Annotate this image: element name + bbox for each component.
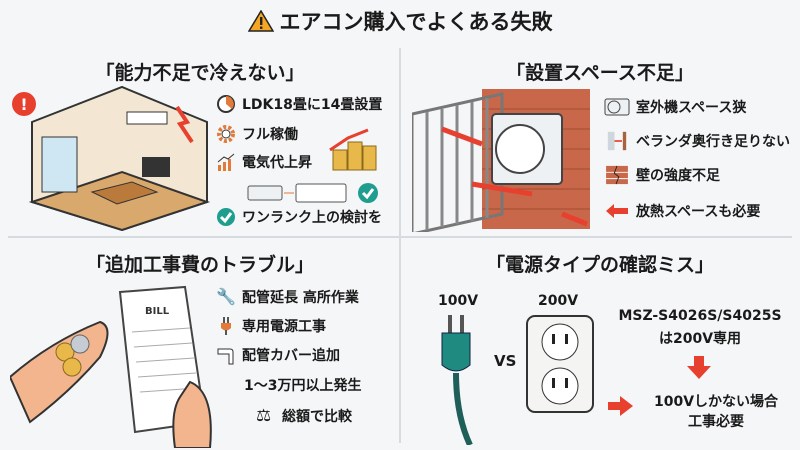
check-icon <box>217 208 235 226</box>
panel-heading-capacity: 「能力不足で冷えない」 <box>95 62 305 84</box>
rising-chart-icon <box>217 153 235 171</box>
list-item: 室外機スペース狭 <box>604 97 746 117</box>
list-item: 専用電源工事 <box>216 316 326 336</box>
200v-outlet-icon <box>526 315 594 413</box>
panel-heading-power-type: 「電源タイプの確認ミス」 <box>485 254 714 276</box>
cracked-brick-icon <box>606 165 628 185</box>
list-item: フル稼働 <box>216 124 298 144</box>
wrench-icon: 🔧 <box>216 287 236 306</box>
outdoor-unit-icon <box>604 98 630 116</box>
panel-heading-extra-cost: 「追加工事費のトラブル」 <box>85 254 314 276</box>
warning-icon <box>247 10 274 32</box>
page-title: エアコン購入でよくある失敗 <box>0 6 800 36</box>
list-item: ワンランク上の検討を <box>216 207 382 227</box>
aircon-upgrade-illustration <box>247 183 347 203</box>
plug-icon <box>221 317 231 335</box>
vs-label: VS <box>494 352 517 370</box>
list-item: 壁の強度不足 <box>604 165 720 185</box>
result-line2: 工事必要 <box>688 414 744 430</box>
100v-plug-icon <box>441 315 473 445</box>
list-item: 電気代上昇 <box>216 152 312 172</box>
list-item: 放熱スペースも必要 <box>604 201 760 221</box>
coins-rising-icon <box>329 128 377 171</box>
list-item: ⚖総額で比較 <box>256 406 352 426</box>
list-item: ベランダ奥行き足りない <box>604 131 790 151</box>
label-200v: 200V <box>538 293 579 309</box>
check-icon <box>358 183 378 203</box>
bill-hands-illustration: BILL <box>10 285 212 448</box>
arrow-right-icon <box>608 396 633 416</box>
arrow-left-icon <box>606 204 628 218</box>
list-item: 🔧配管延長 高所作業 <box>216 287 359 306</box>
model-note-line2: は200V専用 <box>658 331 742 347</box>
bill-label: BILL <box>145 306 170 317</box>
result-line1: 100Vしかない場合 <box>653 394 779 410</box>
gear-icon <box>217 125 235 143</box>
pipe-cover-icon <box>217 348 234 365</box>
divider-vertical <box>399 48 401 443</box>
pie-timer-icon <box>217 95 235 113</box>
svg-text:!: ! <box>20 95 27 114</box>
panel-heading-space: 「設置スペース不足」 <box>506 62 694 84</box>
cost-range-text: 1〜3万円以上発生 <box>244 378 362 394</box>
divider-horizontal <box>8 236 792 238</box>
balcony-depth-icon <box>607 131 627 151</box>
model-note-line1: MSZ-S4026S/S4025S <box>618 308 782 324</box>
scales-icon: ⚖ <box>256 406 272 426</box>
label-100v: 100V <box>438 293 479 309</box>
list-item: 配管カバー追加 <box>216 345 340 365</box>
arrow-down-icon <box>687 356 711 379</box>
room-illustration: ! <box>12 85 211 232</box>
balcony-illustration <box>412 89 590 232</box>
alert-icon <box>12 92 36 116</box>
list-item: LDK18畳に14畳設置 <box>216 94 382 114</box>
